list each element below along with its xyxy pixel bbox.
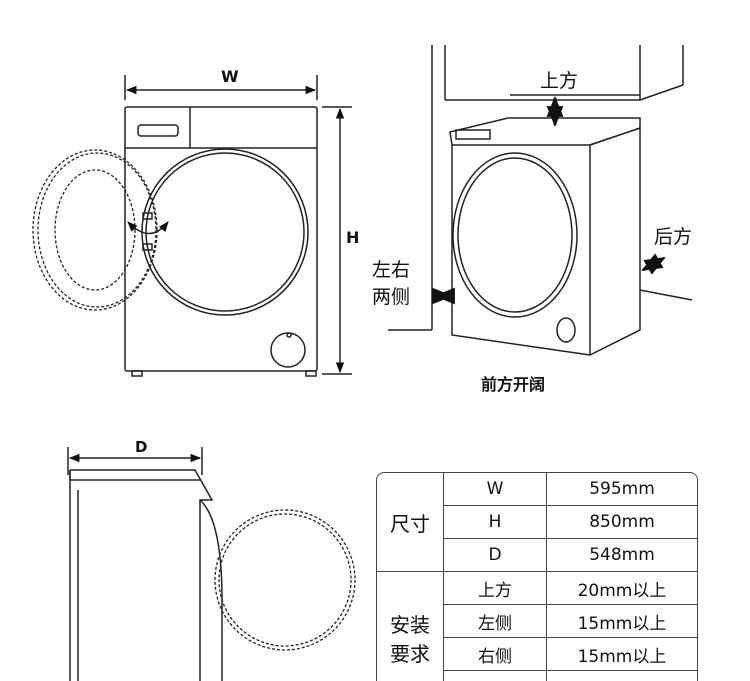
table-row [377,671,697,681]
front-clearance-label: 前方开阔 [481,375,546,394]
sides-clearance-label-2: 两侧 [372,286,411,308]
top-clearance-label: 上方 [540,70,579,92]
row-key-cut [444,671,547,681]
row-key: 上方 [444,572,547,605]
row-value: 15mm以上 [547,638,697,671]
width-label: W [221,67,239,86]
group-size: 尺寸 [377,473,444,572]
row-value: 15mm以上 [547,605,697,638]
group-install: 安装要求 [377,572,444,681]
row-key: 左侧 [444,605,547,638]
back-clearance-label: 后方 [654,226,693,248]
group-label-2: 要求 [390,641,430,666]
clearance-view-washer [388,45,693,356]
side-view-washer [67,447,356,681]
row-key: D [444,539,547,572]
height-label: H [346,228,359,247]
depth-label: D [135,438,147,456]
sides-clearance-label-1: 左右 [372,259,411,281]
front-view-washer [32,75,352,377]
group-label-1: 安装 [390,612,430,637]
row-value: 20mm以上 [547,572,697,605]
row-value: 850mm [547,506,697,539]
row-key: 右侧 [444,638,547,671]
row-key: W [444,473,547,506]
row-key: H [444,506,547,539]
row-value-cut [547,671,697,681]
row-value: 548mm [547,539,697,572]
row-value: 595mm [547,473,697,506]
